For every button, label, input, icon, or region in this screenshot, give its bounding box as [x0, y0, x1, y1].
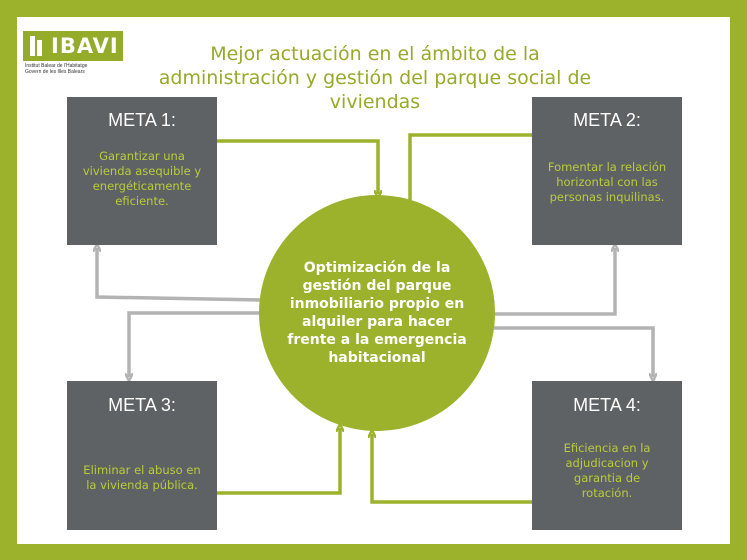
meta-4-label: META 4: [573, 395, 641, 415]
arrow-center-to-meta3 [129, 311, 262, 377]
arrow-meta2-to-center [410, 133, 532, 205]
meta-2-box: META 2: Fomentar la relación horizontal … [532, 97, 682, 245]
meta-2-label: META 2: [573, 110, 641, 130]
arrow-center-to-meta2 [494, 248, 615, 316]
center-goal-text: Optimización de la gestión del parque in… [287, 260, 467, 366]
meta-4-description: Eficiencia en la adjudicacion y garantia… [563, 441, 651, 500]
meta-3-description: Eliminar el abuso en la vivienda pública… [83, 463, 201, 492]
meta-3-box: META 3: Eliminar el abuso en la vivienda… [67, 381, 217, 530]
logo-name: IBAVI [51, 34, 119, 58]
logo-badge: IBAVI [23, 31, 123, 61]
arrow-meta1-to-center [217, 139, 378, 194]
meta-1-label: META 1: [108, 110, 176, 130]
arrow-center-to-meta1 [97, 248, 261, 302]
center-goal-circle: Optimización de la gestión del parque in… [259, 195, 495, 431]
meta-3-label: META 3: [108, 395, 176, 415]
meta-1-box: META 1: Garantizar una vivienda asequibl… [67, 97, 217, 245]
arrow-meta4-to-center [372, 434, 532, 504]
ibavi-logo: IBAVI Institut Balear de l'Habitatge Gov… [23, 31, 123, 77]
meta-1-description: Garantizar una vivienda asequible y ener… [82, 149, 202, 208]
arrow-center-to-meta4 [492, 326, 653, 377]
logo-subtitle: Institut Balear de l'Habitatge Govern de… [25, 63, 88, 75]
building-icon [30, 36, 44, 56]
meta-2-description: Fomentar la relación horizontal con las … [547, 160, 667, 204]
arrow-meta3-to-center [217, 428, 340, 495]
meta-4-box: META 4: Eficiencia en la adjudicacion y … [532, 381, 682, 530]
page-title: Mejor actuación en el ámbito de la admin… [158, 43, 592, 113]
